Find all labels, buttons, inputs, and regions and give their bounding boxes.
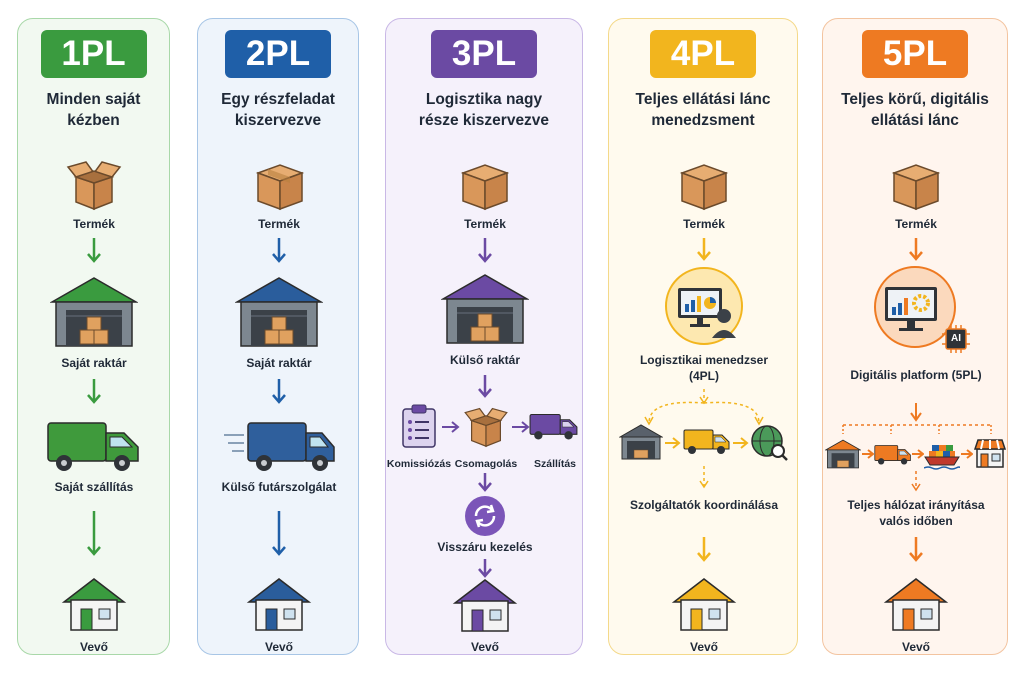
label-customer: Vevő <box>901 640 931 654</box>
column-3pl: 3PL Logisztika nagy része kiszervezve Te… <box>385 18 583 655</box>
arrow-right-icon <box>512 421 530 433</box>
arrow-down-icon <box>697 238 711 261</box>
label-platform: Digitális platform (5PL) <box>850 368 982 382</box>
arrow-right-icon <box>665 437 681 449</box>
badge-5pl: 5PL <box>862 30 968 78</box>
column-1pl: 1PL Minden saját kézben Termék Saját rak… <box>17 18 170 655</box>
arrow-right-icon <box>912 449 924 459</box>
badge-3pl: 3PL <box>431 30 537 78</box>
warehouse-icon <box>441 274 529 344</box>
box-icon <box>460 164 510 211</box>
badge-2pl: 2PL <box>225 30 331 78</box>
dashed-branch-connector <box>644 389 764 426</box>
logistics-manager-icon <box>665 267 743 345</box>
title-3pl: Logisztika nagy része kiszervezve <box>418 91 550 129</box>
arrow-down-icon <box>87 238 101 263</box>
arrow-right-icon <box>442 421 460 433</box>
truck-icon <box>529 413 578 440</box>
label-packing: Csomagolás <box>454 458 518 470</box>
label-warehouse: Saját raktár <box>61 356 127 370</box>
dashed-distribution-connector <box>842 424 992 434</box>
arrow-down-icon <box>272 238 286 263</box>
checklist-icon <box>402 404 436 448</box>
label-network: Teljes hálózat irányítása valós időben <box>847 498 985 528</box>
label-product: Termék <box>258 217 300 231</box>
label-coordination: Szolgáltatók koordinálása <box>629 498 779 512</box>
open-box-icon <box>66 161 122 211</box>
arrow-down-icon <box>697 537 711 562</box>
label-product: Termék <box>895 217 937 231</box>
warehouse-icon <box>235 277 323 347</box>
arrow-right-icon <box>961 449 973 459</box>
label-product: Termék <box>73 217 115 231</box>
title-4pl: Teljes ellátási lánc menedzsment <box>635 91 771 129</box>
label-customer: Vevő <box>689 640 719 654</box>
label-customer: Vevő <box>79 640 109 654</box>
label-transport: Saját szállítás <box>54 480 134 494</box>
ai-chip-icon: AI <box>941 324 971 354</box>
badge-1pl: 1PL <box>40 30 147 78</box>
globe-search-icon <box>751 425 788 461</box>
warehouse-icon <box>619 424 663 460</box>
arrow-down-icon <box>478 375 492 398</box>
title-1pl: Minden saját kézben <box>46 91 141 129</box>
truck-icon <box>47 422 139 471</box>
warehouse-icon <box>50 277 138 347</box>
arrow-down-icon <box>478 559 492 578</box>
house-icon <box>452 579 518 632</box>
house-icon <box>671 578 737 631</box>
arrow-down-icon <box>910 403 922 422</box>
label-warehouse: Saját raktár <box>246 356 312 370</box>
box-icon <box>255 164 305 211</box>
label-manager: Logisztikai menedzser (4PL) <box>639 353 769 383</box>
label-picking: Komissiózás <box>386 458 452 470</box>
truck-icon <box>874 445 911 465</box>
return-cycle-icon <box>465 496 505 536</box>
title-5pl: Teljes körű, digitális ellátási lánc <box>841 91 989 129</box>
arrow-down-icon <box>478 238 492 263</box>
label-product: Termék <box>683 217 725 231</box>
column-2pl: 2PL Egy részfeladat kiszervezve Termék S… <box>197 18 359 655</box>
label-product: Termék <box>464 217 506 231</box>
box-icon <box>679 164 729 211</box>
arrow-down-icon <box>87 511 101 556</box>
arrow-down-icon <box>272 379 286 404</box>
label-transport: Külső futárszolgálat <box>221 480 337 494</box>
cargo-ship-icon <box>924 445 960 470</box>
label-warehouse: Külső raktár <box>449 353 521 367</box>
title-2pl: Egy részfeladat kiszervezve <box>221 91 335 129</box>
arrow-right-icon <box>862 449 874 459</box>
label-customer: Vevő <box>470 640 500 654</box>
warehouse-icon <box>825 439 861 469</box>
store-icon <box>973 439 1007 468</box>
arrow-down-icon <box>909 537 923 562</box>
dashed-arrow-down-icon <box>911 471 921 492</box>
ai-chip-label: AI <box>951 333 961 344</box>
open-box-icon <box>464 407 508 448</box>
digital-platform-icon <box>874 266 956 348</box>
arrow-down-icon <box>909 238 923 261</box>
column-4pl: 4PL Teljes ellátási lánc menedzsment Ter… <box>608 18 798 655</box>
arrow-down-icon <box>272 511 286 556</box>
arrow-down-icon <box>87 379 101 404</box>
label-returns: Visszáru kezelés <box>437 540 533 554</box>
badge-4pl: 4PL <box>650 30 756 78</box>
box-icon <box>891 164 941 211</box>
house-icon <box>246 578 312 631</box>
arrow-down-icon <box>478 473 492 492</box>
truck-icon <box>683 429 730 454</box>
column-5pl: 5PL Teljes körű, digitális ellátási lánc… <box>822 18 1008 655</box>
house-icon <box>61 578 127 631</box>
arrow-right-icon <box>733 437 749 449</box>
label-customer: Vevő <box>264 640 294 654</box>
label-shipping: Szállítás <box>533 458 577 470</box>
dashed-arrow-down-icon <box>699 466 709 489</box>
house-icon <box>883 578 949 631</box>
fast-delivery-truck-icon <box>224 422 335 471</box>
